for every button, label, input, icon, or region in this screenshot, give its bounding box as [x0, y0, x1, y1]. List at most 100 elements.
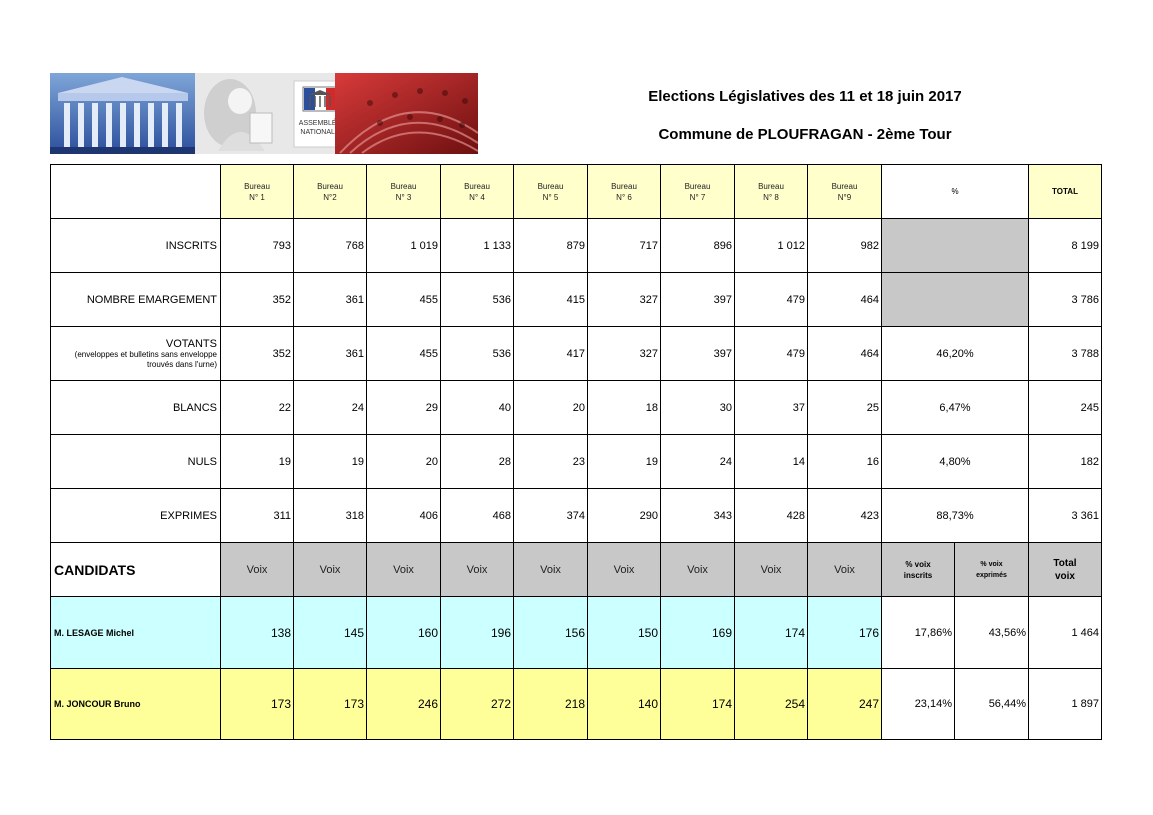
candidate-votes: 196 [440, 596, 514, 669]
cell-value: 352 [220, 272, 294, 327]
candidate-votes: 160 [366, 596, 441, 669]
cell-value: 397 [660, 272, 735, 327]
assemblee-banner-illustration: ASSEMBLÉE NATIONALE [50, 73, 478, 154]
cell-value: 19 [220, 434, 294, 489]
pct-cell-empty [881, 272, 1029, 327]
total-cell: 182 [1028, 434, 1102, 489]
candidate-votes: 272 [440, 668, 514, 740]
candidate-row: M. JONCOUR Bruno 173 173 246 272 218 140… [50, 668, 1102, 740]
cell-value: 23 [513, 434, 588, 489]
cell-value: 311 [220, 488, 294, 543]
cell-value: 14 [734, 434, 808, 489]
row-label: VOTANTS (enveloppes et bulletins sans en… [50, 326, 221, 381]
table-row: EXPRIMES 311 318 406 468 374 290 343 428… [50, 488, 1102, 543]
cell-value: 18 [587, 380, 661, 435]
cell-value: 361 [293, 272, 367, 327]
cell-value: 37 [734, 380, 808, 435]
cell-value: 793 [220, 218, 294, 273]
cell-value: 24 [293, 380, 367, 435]
header-banner: ASSEMBLÉE NATIONALE [50, 73, 478, 154]
pct-cell: 4,80% [881, 434, 1029, 489]
candidate-votes: 150 [587, 596, 661, 669]
cell-value: 464 [807, 326, 882, 381]
candidate-pct-exprimes: 43,56% [954, 596, 1029, 669]
cell-value: 1 133 [440, 218, 514, 273]
cell-value: 361 [293, 326, 367, 381]
cell-value: 479 [734, 326, 808, 381]
row-label: BLANCS [50, 380, 221, 435]
candidate-votes: 247 [807, 668, 882, 740]
candidate-votes: 138 [220, 596, 294, 669]
row-label: EXPRIMES [50, 488, 221, 543]
voix-header: Voix [660, 542, 735, 597]
cell-value: 30 [660, 380, 735, 435]
candidate-votes: 254 [734, 668, 808, 740]
cell-value: 374 [513, 488, 588, 543]
cell-value: 768 [293, 218, 367, 273]
candidates-heading: CANDIDATS [50, 542, 221, 597]
cell-value: 464 [807, 272, 882, 327]
candidate-pct-inscrits: 23,14% [881, 668, 955, 740]
cell-value: 879 [513, 218, 588, 273]
cell-value: 352 [220, 326, 294, 381]
candidate-votes: 145 [293, 596, 367, 669]
table-row: NOMBRE EMARGEMENT 352 361 455 536 415 32… [50, 272, 1102, 327]
table-row: BLANCS 22 24 29 40 20 18 30 37 25 6,47% … [50, 380, 1102, 435]
candidate-votes: 176 [807, 596, 882, 669]
voix-header: Voix [807, 542, 882, 597]
cell-value: 455 [366, 272, 441, 327]
cell-value: 428 [734, 488, 808, 543]
candidate-votes: 140 [587, 668, 661, 740]
candidate-votes: 246 [366, 668, 441, 740]
voix-header: Voix [293, 542, 367, 597]
voix-header: Voix [734, 542, 808, 597]
pct-cell: 6,47% [881, 380, 1029, 435]
logo-text-line1: ASSEMBLÉE [299, 118, 342, 127]
row-label-note-2: trouvés dans l'urne) [146, 359, 217, 369]
candidate-pct-inscrits: 17,86% [881, 596, 955, 669]
cell-value: 16 [807, 434, 882, 489]
cell-value: 415 [513, 272, 588, 327]
cell-value: 28 [440, 434, 514, 489]
cell-value: 896 [660, 218, 735, 273]
cell-value: 1 019 [366, 218, 441, 273]
cell-value: 40 [440, 380, 514, 435]
cell-value: 455 [366, 326, 441, 381]
candidate-pct-exprimes: 56,44% [954, 668, 1029, 740]
cell-value: 327 [587, 326, 661, 381]
voix-header: Voix [366, 542, 441, 597]
candidate-votes: 173 [293, 668, 367, 740]
candidate-votes: 218 [513, 668, 588, 740]
row-label: NOMBRE EMARGEMENT [50, 272, 221, 327]
table-row: VOTANTS (enveloppes et bulletins sans en… [50, 326, 1102, 381]
cell-value: 397 [660, 326, 735, 381]
cell-value: 717 [587, 218, 661, 273]
cell-value: 327 [587, 272, 661, 327]
pct-cell: 46,20% [881, 326, 1029, 381]
pct-header: % [881, 164, 1029, 219]
cell-value: 19 [587, 434, 661, 489]
cell-value: 25 [807, 380, 882, 435]
voix-header: Voix [220, 542, 294, 597]
cell-value: 20 [366, 434, 441, 489]
cell-value: 1 012 [734, 218, 808, 273]
candidate-votes: 156 [513, 596, 588, 669]
row-label: NULS [50, 434, 221, 489]
candidates-header-row: CANDIDATS Voix Voix Voix Voix Voix Voix … [50, 542, 1102, 597]
candidate-name: M. LESAGE Michel [50, 596, 221, 669]
candidate-row: M. LESAGE Michel 138 145 160 196 156 150… [50, 596, 1102, 669]
row-label: INSCRITS [50, 218, 221, 273]
cell-value: 406 [366, 488, 441, 543]
